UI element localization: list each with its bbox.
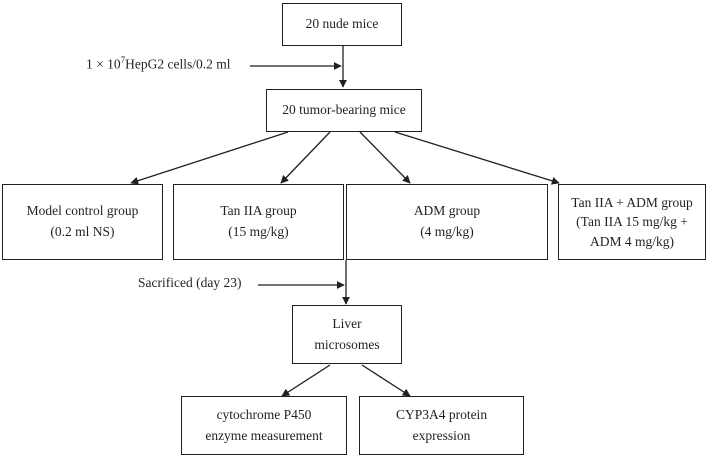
tan-iia-title: Tan IIA group	[220, 203, 297, 219]
combo-dose-adm: ADM 4 mg/kg)	[589, 233, 674, 249]
arrow-liver-to-cyp	[361, 364, 411, 397]
p450-node: cytochrome P450 enzyme measurement	[181, 396, 347, 455]
cyp3a4-subtitle: expression	[412, 427, 471, 443]
arrow-liver-to-p450	[281, 364, 331, 397]
tan-iia-dose: (15 mg/kg)	[228, 224, 289, 239]
p450-subtitle: enzyme measurement	[205, 427, 323, 443]
cyp3a4-node: CYP3A4 protein expression	[359, 396, 524, 455]
tan-iia-node: Tan IIA group (15 mg/kg)	[173, 184, 344, 260]
cyp3a4-title: CYP3A4 protein	[395, 406, 488, 422]
model-control-title: Model control group	[26, 203, 139, 219]
arrow-tumor-to-model	[130, 131, 289, 185]
adm-title: ADM group	[413, 203, 481, 219]
tumor-node: 20 tumor-bearing mice	[266, 89, 422, 132]
start-node-label: 20 nude mice	[305, 16, 379, 32]
liver-subtitle: microsomes	[314, 336, 380, 352]
injection-label-exponent: 7	[120, 55, 126, 65]
model-control-dose: (0.2 ml NS)	[50, 224, 115, 239]
injection-label-suffix: HepG2 cells/0.2 ml	[125, 56, 231, 72]
p450-title: cytochrome P450	[216, 406, 312, 422]
arrow-tumor-to-tan	[280, 131, 331, 184]
adm-node: ADM group (4 mg/kg)	[346, 184, 548, 260]
model-control-node: Model control group (0.2 ml NS)	[2, 184, 163, 260]
combo-dose-tan: (Tan IIA 15 mg/kg +	[576, 214, 688, 230]
injection-label-prefix: 1 × 10	[86, 56, 121, 72]
liver-title: Liver	[332, 315, 362, 331]
arrow-tumor-to-adm	[359, 131, 411, 184]
tumor-node-label: 20 tumor-bearing mice	[282, 102, 406, 118]
liver-node: Liver microsomes	[292, 305, 402, 364]
combo-title: Tan IIA + ADM group	[571, 195, 693, 211]
combo-node: Tan IIA + ADM group (Tan IIA 15 mg/kg + …	[558, 184, 706, 260]
arrow-tumor-to-combo	[394, 131, 560, 185]
injection-label: 1 × 107HepG2 cells/0.2 ml	[86, 55, 230, 73]
start-node: 20 nude mice	[282, 3, 402, 46]
adm-dose: (4 mg/kg)	[420, 224, 474, 239]
sacrifice-label-text: Sacrificed (day 23)	[138, 275, 242, 290]
sacrifice-label: Sacrificed (day 23)	[138, 275, 241, 291]
